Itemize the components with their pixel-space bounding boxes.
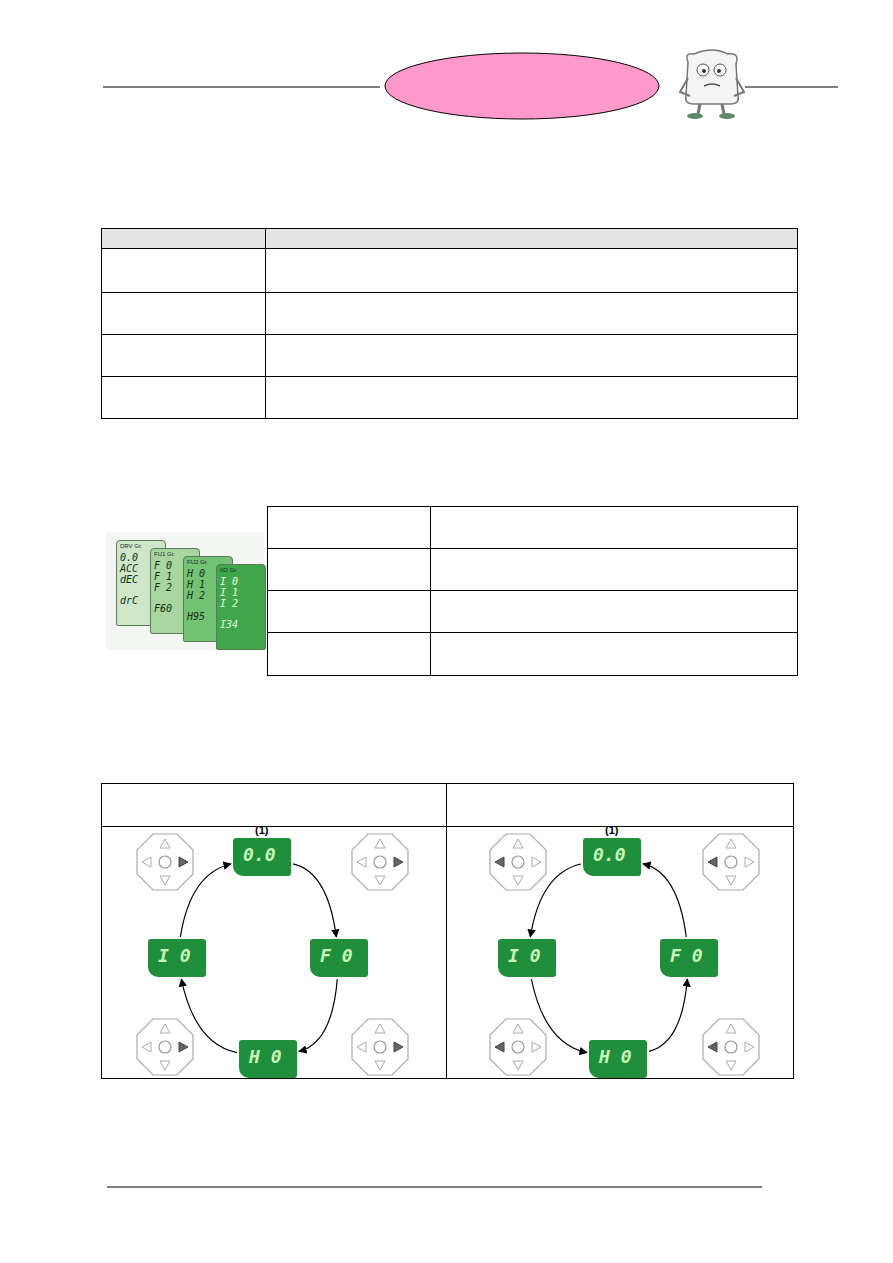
keypad-symbol (352, 1019, 408, 1075)
led-display: I 0 (148, 939, 206, 977)
table-rule (446, 783, 447, 1078)
cycle-arrow (530, 864, 581, 937)
keypad-symbol (703, 1019, 759, 1075)
cycle-arrow (649, 979, 687, 1051)
display-code: F 0 (670, 945, 708, 966)
mascot-figure (680, 50, 744, 119)
led-display: I 0 (498, 939, 556, 977)
keypad-symbol (137, 834, 193, 890)
parameter-code: I 2 (220, 598, 262, 609)
table-rule (267, 590, 797, 591)
led-display: 0.0 (583, 838, 641, 876)
keypad-symbol (137, 1019, 193, 1075)
table-frame (101, 783, 794, 1079)
table-rule (101, 826, 793, 827)
cycle-arrow (531, 979, 587, 1053)
display-code: 0.0 (593, 844, 631, 865)
table-rule (267, 632, 797, 633)
footer-rule (107, 1187, 762, 1188)
header-rule (745, 87, 838, 88)
table-frame (101, 228, 798, 419)
parameter-code: I34 (220, 619, 262, 630)
keypad-symbol (490, 1019, 546, 1075)
led-display: 0.0 (233, 838, 291, 876)
header-rule (103, 87, 380, 88)
table-rule (101, 248, 797, 249)
table-rule (267, 548, 797, 549)
table-frame (267, 506, 798, 676)
parameter-code: I 1 (220, 587, 262, 598)
table-rule (430, 506, 431, 675)
display-code: I 0 (508, 945, 546, 966)
header-ellipse (385, 53, 659, 119)
keypad-symbol (703, 834, 759, 890)
display-code: H 0 (249, 1046, 287, 1067)
display-code: 0.0 (243, 844, 281, 865)
table-rule (101, 376, 797, 377)
led-display: H 0 (589, 1040, 647, 1078)
group-name: I/O Gr. (220, 567, 262, 573)
callout-number: (1) (605, 824, 618, 836)
display-code: I 0 (158, 945, 196, 966)
parameter-code: I 0 (220, 576, 262, 587)
table-rule (101, 334, 797, 335)
table-header (101, 228, 797, 248)
callout-number: (1) (255, 824, 268, 836)
cycle-arrow (643, 864, 686, 937)
cycle-arrow (180, 864, 231, 937)
table-rule (101, 292, 797, 293)
parameter-group-card: I/O Gr. I 0I 1I 2 I34 (216, 564, 266, 650)
display-code: H 0 (599, 1046, 637, 1067)
cycle-arrow (293, 864, 336, 937)
led-display: F 0 (660, 939, 718, 977)
keypad-symbol (352, 834, 408, 890)
cycle-arrow (181, 979, 237, 1053)
keypad-symbol (490, 834, 546, 890)
display-code: F 0 (320, 945, 358, 966)
led-display: F 0 (310, 939, 368, 977)
cycle-arrow (299, 979, 337, 1051)
led-display: H 0 (239, 1040, 297, 1078)
table-rule (265, 228, 266, 418)
